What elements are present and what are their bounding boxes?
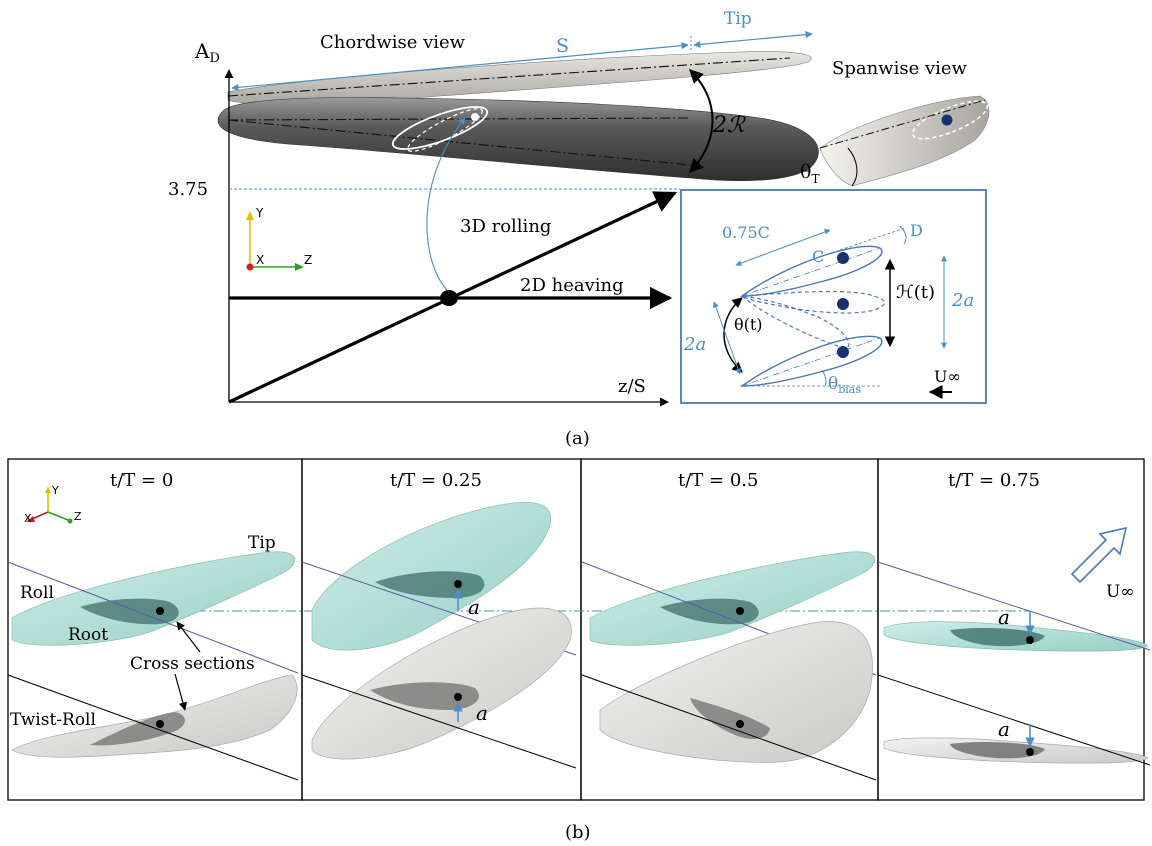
pivot-point (440, 290, 458, 306)
panel-1-title: t/T = 0 (110, 470, 173, 491)
axis-x-label: z/S (618, 376, 646, 397)
u-inf-b-label: U∞ (1106, 582, 1135, 602)
svg-text:X: X (24, 512, 32, 525)
a-label-4a: a (998, 605, 1010, 629)
heave-h-label: ℋ(t) (896, 282, 935, 303)
theta-t-label: θT (800, 161, 819, 186)
triad-a: Y X Z (246, 206, 312, 271)
chordwise-view-label: Chordwise view (320, 32, 466, 53)
roll-label: Roll (20, 583, 54, 603)
wing-dark-chordwise (217, 97, 819, 182)
spanwise-centerline (819, 99, 986, 149)
two-a-left-arrow (713, 301, 741, 375)
svg-text:Y: Y (255, 206, 264, 220)
rolling-3d-label: 3D rolling (460, 216, 551, 237)
thickness-d-mark (899, 225, 907, 245)
panel-4-title: t/T = 0.75 (948, 470, 1040, 491)
panel-2-title: t/T = 0.25 (390, 470, 482, 491)
chord-c-label: C (812, 247, 824, 266)
chord-075-label: 0.75C (722, 223, 770, 242)
panel-4-wings (877, 526, 1151, 766)
tick-375-label: 3.75 (168, 179, 208, 200)
wing-light-chordwise (227, 51, 812, 105)
panel-2-wings (301, 502, 577, 769)
cross-sections-arrow-1 (176, 621, 201, 653)
svg-text:X: X (256, 253, 264, 267)
a-label-2a: a (468, 595, 480, 619)
theta-bias-label: θbias (828, 374, 861, 396)
caption-b: (b) (565, 822, 591, 843)
tip-arrow (693, 31, 813, 48)
a-label-4b: a (998, 717, 1010, 741)
panel-frames (7, 458, 1145, 801)
svg-text:Y: Y (51, 484, 59, 497)
cross-sections-arrow-2 (174, 673, 188, 711)
spanwise-pivot (941, 114, 953, 126)
root-cross-section (391, 106, 489, 152)
spanwise-wing (819, 95, 990, 187)
theta-bias-arc (821, 369, 827, 387)
tip-label-a: Tip (724, 9, 752, 29)
svg-text:Z: Z (74, 510, 82, 523)
cross-sections-label: Cross sections (130, 654, 255, 674)
span-s-label: S (556, 35, 569, 57)
root-label: Root (68, 625, 108, 645)
u-inf-b-arrow (1070, 526, 1128, 584)
span-s-arrow (231, 42, 689, 91)
two-a-left-label: 2a (683, 334, 706, 355)
two-r-arc (689, 69, 714, 174)
chord-075-arrow (735, 229, 831, 266)
u-inf-inset-label: U∞ (934, 367, 961, 386)
panel-1-wings (7, 551, 299, 781)
a-label-2b: a (476, 701, 488, 725)
panel-3-wings (581, 551, 877, 781)
svg-text:Z: Z (304, 253, 312, 267)
spanwise-section (911, 100, 989, 140)
spanwise-view-label: Spanwise view (832, 58, 968, 79)
axis-y-label: AD (194, 39, 220, 66)
caption-a: (a) (565, 428, 590, 449)
two-r-label: 2ℛ (712, 113, 746, 138)
panel-3-title: t/T = 0.5 (678, 470, 758, 491)
heaving-2d-label: 2D heaving (520, 275, 624, 296)
rolling-link (426, 117, 466, 291)
thickness-d-label: D (910, 221, 923, 240)
two-a-right-label: 2a (951, 290, 974, 311)
twist-roll-label: Twist-Roll (10, 710, 96, 730)
triad-b: Y X Z (24, 484, 82, 525)
theta-t-arc (847, 147, 858, 187)
tip-label-b: Tip (248, 533, 276, 553)
theta-t-inset-label: θ(t) (734, 315, 763, 334)
